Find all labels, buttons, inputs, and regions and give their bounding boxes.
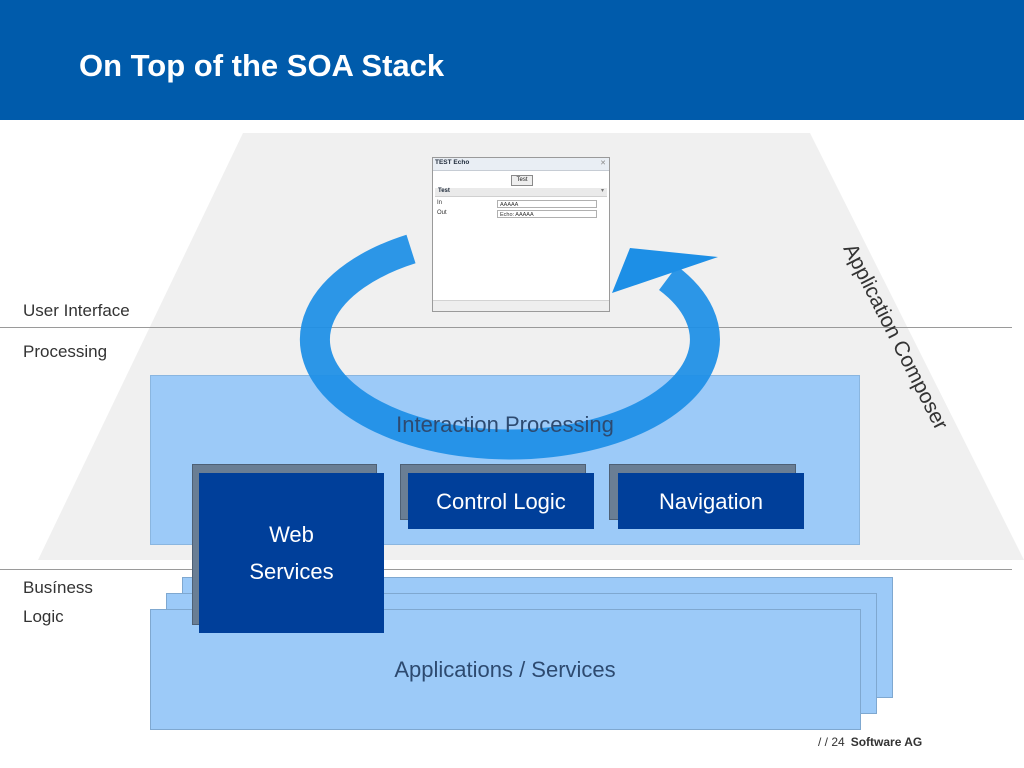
processing-business-divider [0, 569, 1012, 570]
applications-services-label: Applications / Services [394, 657, 616, 682]
company-brand: Software AG [850, 735, 923, 749]
interaction-processing-label: Interaction Processing [396, 412, 614, 437]
chevron-down-icon: ▾ [600, 188, 604, 194]
test-button[interactable]: Test [511, 175, 533, 186]
page-title: On Top of the SOA Stack [79, 48, 445, 83]
page-number: / / 24 [818, 735, 845, 749]
business-logic-label: Busíness Logic [23, 573, 93, 631]
mini-window-footer [433, 300, 609, 311]
web-services-box: Web Services [199, 473, 384, 633]
mini-section-label: Test [438, 188, 450, 194]
close-icon: ✕ [600, 160, 606, 167]
web-services-line2: Services [249, 559, 334, 584]
processing-label: Processing [23, 342, 108, 361]
business-label-line2: Logic [23, 607, 64, 626]
slide-footer: / / 24 Software AG [818, 735, 922, 749]
in-field[interactable]: AAAAA [497, 200, 597, 208]
navigation-box: Navigation [618, 473, 804, 529]
test-echo-window: TEST Echo ✕ Test Test ▾ In AAAAA Out Ech… [432, 157, 610, 312]
mini-window-title: TEST Echo [435, 159, 470, 166]
mini-window-titlebar: TEST Echo ✕ [433, 158, 609, 171]
mini-section-header: Test ▾ [435, 188, 607, 197]
business-label-line1: Busíness [23, 578, 93, 597]
web-services-line1: Web [269, 522, 314, 547]
user-interface-label: User Interface [23, 301, 130, 320]
title-banner: On Top of the SOA Stack [0, 0, 1024, 120]
out-field: Echo: AAAAA [497, 210, 597, 218]
out-label: Out [437, 210, 447, 216]
ui-processing-divider [0, 327, 1012, 328]
in-label: In [437, 200, 443, 206]
control-logic-box: Control Logic [408, 473, 594, 529]
